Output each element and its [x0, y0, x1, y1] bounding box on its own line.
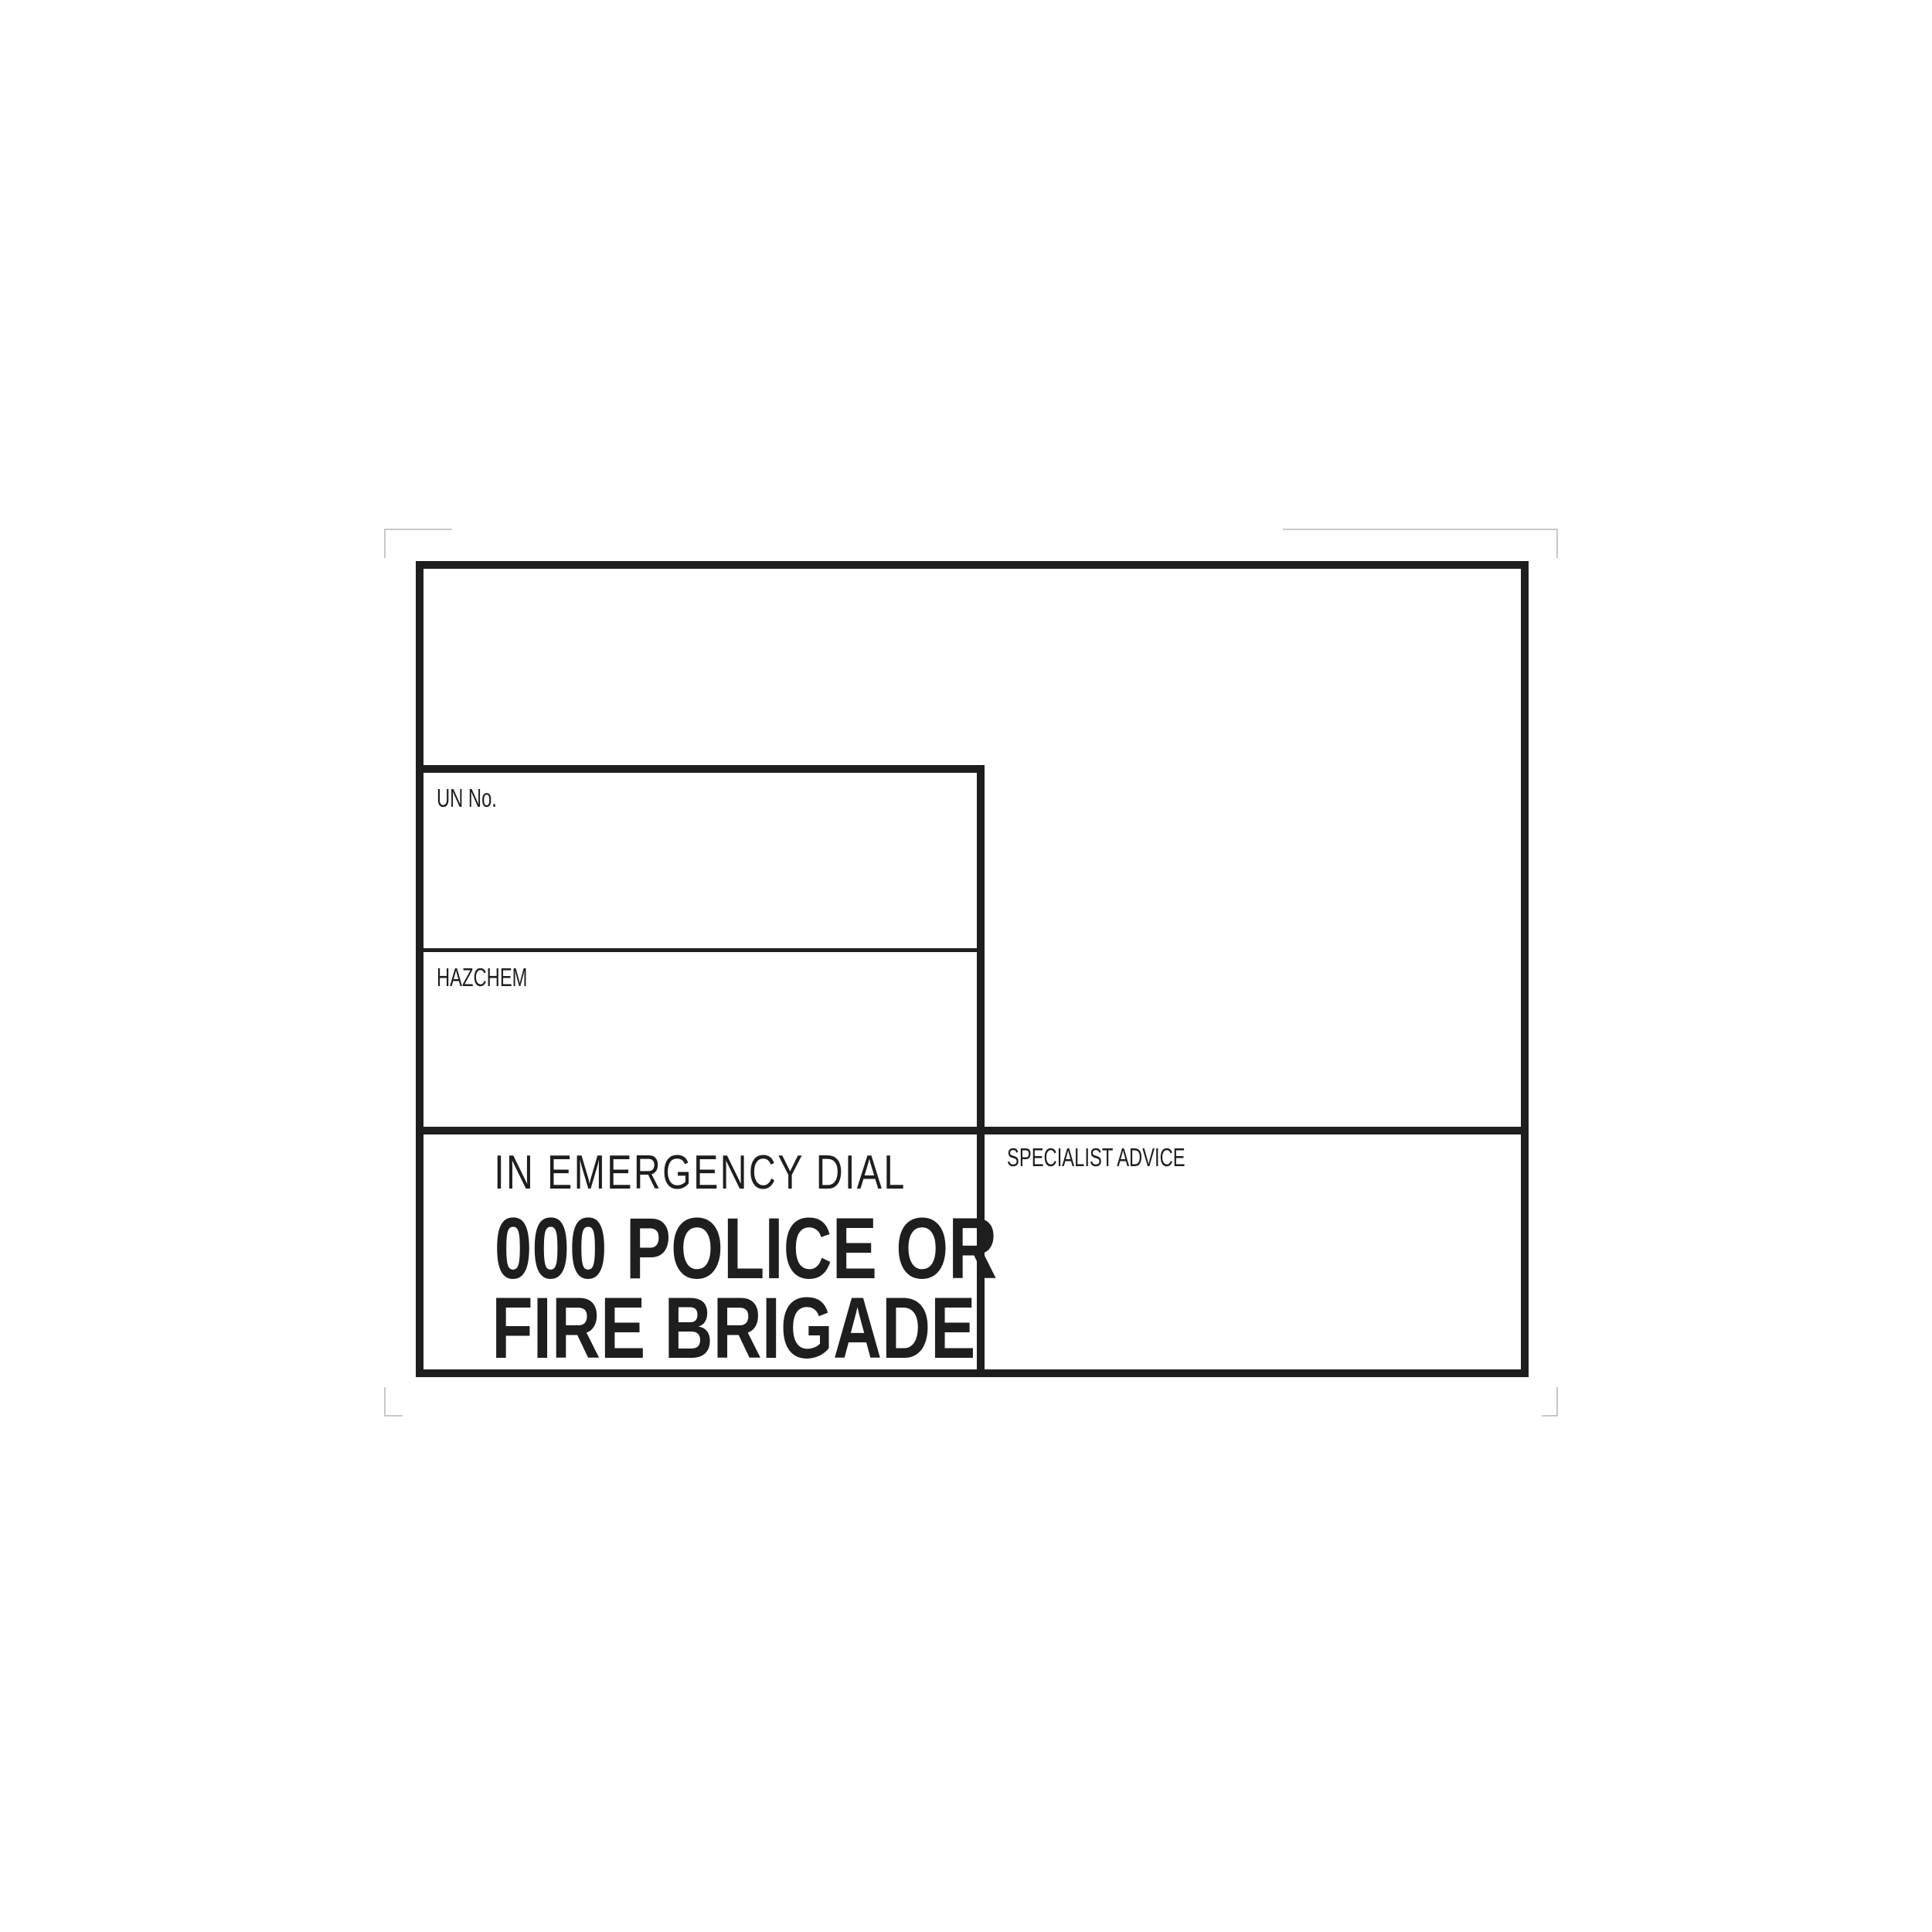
hazchem-box	[416, 948, 985, 1135]
emergency-number-line: 000 POLICE OR	[423, 1206, 998, 1292]
crop-mark-bottom-left	[384, 1387, 403, 1417]
hazchem-label: HAZCHEM	[437, 963, 528, 992]
emergency-dial-heading-text: IN EMERGENCY DIAL	[494, 1146, 906, 1199]
un-number-label: UN No.	[437, 784, 497, 812]
specialist-advice-box	[977, 1127, 1529, 1377]
emergency-number-line-text: 000 POLICE OR	[494, 1200, 998, 1297]
emergency-service-line-text: FIRE BRIGADE	[492, 1280, 976, 1376]
emergency-dial-heading: IN EMERGENCY DIAL	[423, 1149, 977, 1197]
crop-mark-top-left	[384, 529, 452, 558]
crop-mark-top-right	[1283, 529, 1558, 558]
emergency-service-line: FIRE BRIGADE	[423, 1285, 977, 1372]
specialist-advice-label: SPECIALIST ADVICE	[1007, 1143, 1185, 1172]
un-number-box	[416, 765, 985, 957]
crop-mark-bottom-right	[1542, 1387, 1558, 1417]
